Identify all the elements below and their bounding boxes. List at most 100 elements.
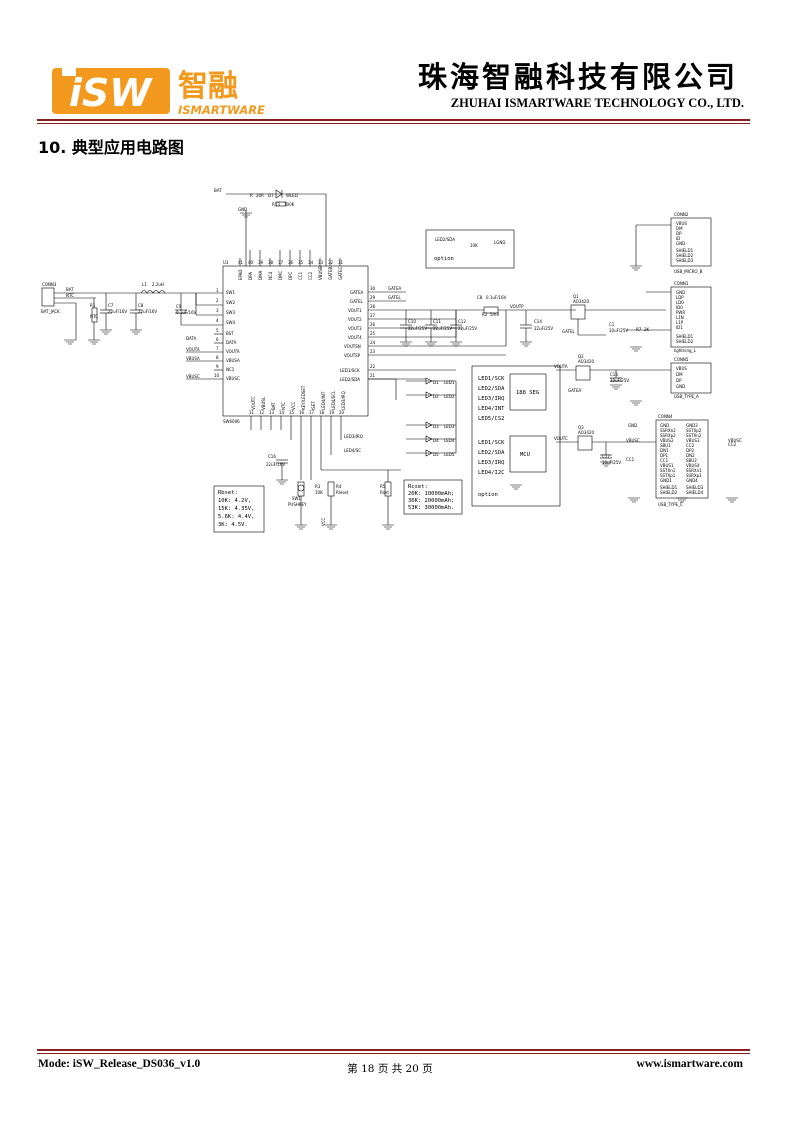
- conn-pin: VBUS1: [660, 463, 674, 468]
- conn-pin: GND4: [686, 478, 698, 483]
- pin-num: 33: [318, 260, 324, 265]
- label-r4: R4: [336, 484, 342, 489]
- conn-pin: SBU1: [660, 443, 671, 448]
- label-c8: C8: [138, 303, 144, 308]
- pushkey-sw1: [297, 484, 305, 492]
- conn-pin: SHIELD1: [676, 248, 694, 253]
- pin-name: VOUTA: [226, 349, 240, 354]
- pin-num: 25: [370, 331, 376, 336]
- pin-num: 12: [259, 410, 265, 415]
- label-c1: C1: [609, 322, 615, 327]
- pin-num: 11: [249, 410, 255, 415]
- conn-pin: DP: [676, 231, 682, 236]
- header-rule-thin: [37, 123, 750, 124]
- pin-num: 38: [268, 260, 274, 265]
- label-sw1: SW1: [292, 496, 301, 501]
- label-sw1-val: PUSHKEY: [288, 502, 307, 507]
- seg-pin: LED5/CS2: [478, 416, 505, 422]
- label-r13: R13: [272, 202, 280, 207]
- label-option-res: 10K: [470, 243, 478, 248]
- pin-name: NC4: [268, 271, 273, 280]
- label-r7-val: 2K: [644, 327, 650, 332]
- label-gnd-c: GND: [628, 423, 637, 428]
- label-option: option: [434, 256, 454, 262]
- label-net-data: DATA: [186, 336, 197, 341]
- mosfet-q1: [570, 304, 586, 320]
- label-r1-val: NTC: [90, 314, 98, 319]
- company-logo: iSW 智融 ISMARTWARE: [52, 68, 265, 117]
- conn-type: USB_MICRO_B: [674, 269, 703, 274]
- pin-name: LED2/SDA: [340, 377, 360, 382]
- label-net-vbusa: VBUSA: [186, 356, 200, 361]
- ic-part: SW6006: [223, 419, 240, 424]
- conn-pin: CC2: [686, 443, 695, 448]
- pin-name: VOUTSP: [344, 353, 361, 358]
- conn-pin: GND: [676, 241, 685, 246]
- label-bat: BAT: [66, 287, 74, 292]
- pin-name: VOUTC: [251, 396, 256, 410]
- pin-num: 22: [370, 364, 376, 369]
- pin-num: 14: [279, 410, 285, 415]
- option-display-box: [471, 365, 561, 507]
- pin-name: DPA: [248, 272, 253, 280]
- conn-pin: LDP: [676, 295, 684, 300]
- conn-pin: SHIELD3: [686, 485, 704, 490]
- ic-left-pins: 1 SW1 2 SW2 3 SW3 4 SW4 5 BST 6 DATA 7 V…: [214, 288, 240, 381]
- conn-pin: CC1: [660, 458, 669, 463]
- label-option-gnd: LGND: [494, 240, 505, 245]
- pin-num: 18: [319, 410, 325, 415]
- section-title: 10. 典型应用电路图: [38, 138, 184, 157]
- pin-name: CC1: [298, 271, 303, 280]
- pin-name: EPAD: [238, 270, 243, 281]
- label-c9: C9: [176, 304, 182, 309]
- micro-b-connector: [670, 217, 712, 267]
- label-option-sig: LED2/SDA: [435, 237, 455, 242]
- ntc-resistor-r1: [91, 307, 98, 323]
- label-cc2: CC2: [728, 442, 737, 447]
- label-c8-val: 22uF/16V: [138, 309, 157, 314]
- label-q2: Q2: [578, 354, 584, 359]
- pin-num: 2: [216, 298, 219, 303]
- conn-pin: SHIELD2: [676, 253, 694, 258]
- label-r1: R1: [90, 303, 96, 308]
- label-net-voutc: VOUTC: [554, 436, 568, 441]
- label-q1: Q1: [573, 294, 579, 299]
- rbset-row: 3K: 4.5V.: [218, 522, 248, 528]
- pin-num: 19: [329, 410, 335, 415]
- application-circuit-schematic: U1 SW6006 1 SW1 2 SW2 3 SW3 4 SW4 5 BST …: [41, 188, 742, 533]
- website-link[interactable]: www.ismartware.com: [636, 1058, 743, 1070]
- bat-connector-body: [41, 287, 55, 307]
- label-led-net1: LED3/IRQ: [344, 434, 363, 439]
- conn-pin: SHIELD3: [676, 258, 694, 263]
- conn-pin: GND: [676, 384, 685, 389]
- pin-num: 39: [258, 260, 264, 265]
- label-vcc: VCC: [321, 517, 326, 526]
- conn-pin: SSTXp2: [686, 428, 702, 433]
- conn-ref: CONN1: [674, 281, 689, 286]
- seg-pin: LED3/IRQ: [478, 396, 505, 402]
- conn-pin: SHIELD4: [686, 490, 704, 495]
- pin-name: SW3: [226, 310, 235, 315]
- conn-pin: SSRXp2: [660, 433, 676, 438]
- label-r3: R3: [315, 484, 321, 489]
- pin-num: 41: [238, 260, 244, 265]
- label-ntc: NTC: [66, 293, 74, 298]
- label-c14: C14: [534, 319, 542, 324]
- label-net-bat: BAT: [214, 188, 222, 193]
- company-name-cn: 珠海智融科技有限公司: [417, 60, 738, 94]
- pin-num: 21: [370, 373, 376, 378]
- label-d4: D4: [433, 438, 439, 443]
- option-box: [425, 229, 515, 269]
- pin-num: 23: [370, 349, 376, 354]
- pin-num: 5: [216, 328, 219, 333]
- label-vbusc-c: VBUSC: [626, 438, 640, 443]
- footer-rule-thin: [37, 1053, 750, 1054]
- rset-row: 36K: 20000mAh;: [408, 498, 454, 504]
- label-voutp: VOUTP: [510, 304, 524, 309]
- type-c-labels: CONN4 GND SSRXn2 SSRXp2 VBUS2 SBU1 DN1 D…: [626, 414, 742, 507]
- logo-cn: 智融: [178, 69, 238, 104]
- pin-name: VOUT2: [348, 317, 362, 322]
- conn-pin: L1P: [676, 320, 684, 325]
- conn-pin: DN1: [660, 448, 669, 453]
- conn-pin: SSTXp1: [660, 473, 676, 478]
